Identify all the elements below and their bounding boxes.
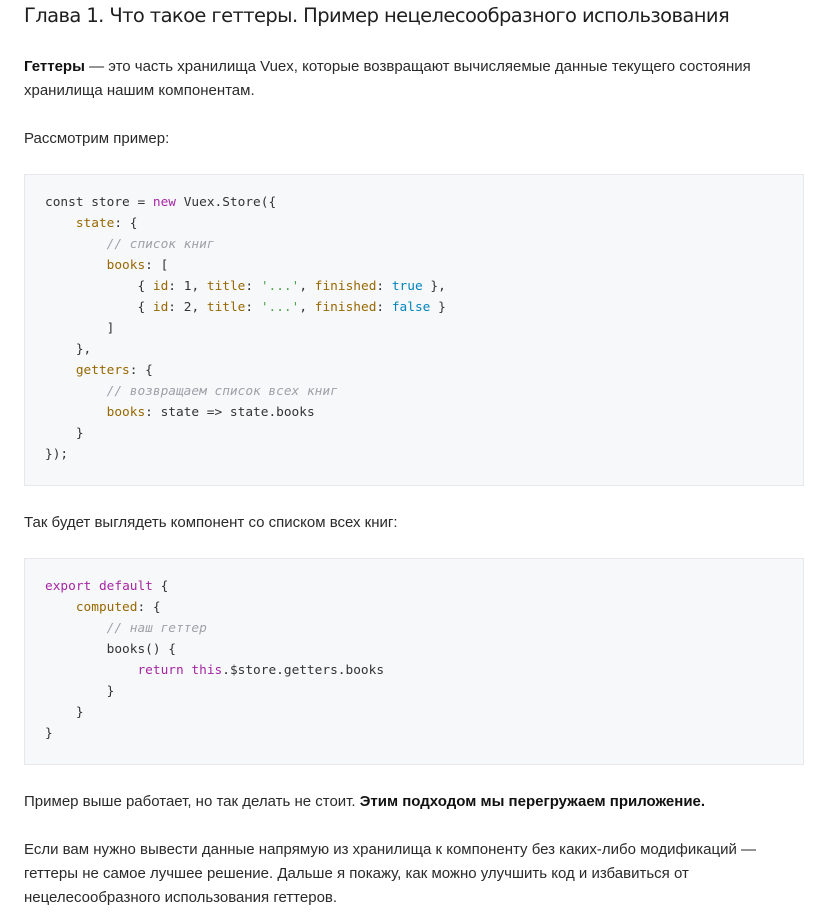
- code-block-store: const store = new Vuex.Store({ state: { …: [24, 174, 804, 486]
- warning-bold: Этим подходом мы перегружаем приложение.: [359, 793, 706, 810]
- code-block-component: export default { computed: { // наш гетт…: [24, 558, 804, 765]
- code-store: const store = new Vuex.Store({ state: { …: [45, 195, 446, 462]
- intro-term: Геттеры: [24, 58, 85, 75]
- conclusion-paragraph: Если вам нужно вывести данные напрямую и…: [24, 841, 757, 906]
- consider-paragraph: Рассмотрим пример:: [24, 130, 170, 147]
- intro-paragraph: Геттеры — это часть хранилища Vuex, кото…: [24, 55, 804, 103]
- intro-text: — это часть хранилища Vuex, которые возв…: [24, 58, 751, 99]
- code-component: export default { computed: { // наш гетт…: [45, 579, 385, 741]
- page-title: Глава 1. Что такое геттеры. Пример нецел…: [24, 4, 730, 27]
- warning-text: Пример выше работает, но так делать не с…: [24, 793, 360, 810]
- warning-paragraph: Пример выше работает, но так делать не с…: [24, 790, 804, 814]
- component-paragraph: Так будет выглядеть компонент со списком…: [24, 514, 398, 531]
